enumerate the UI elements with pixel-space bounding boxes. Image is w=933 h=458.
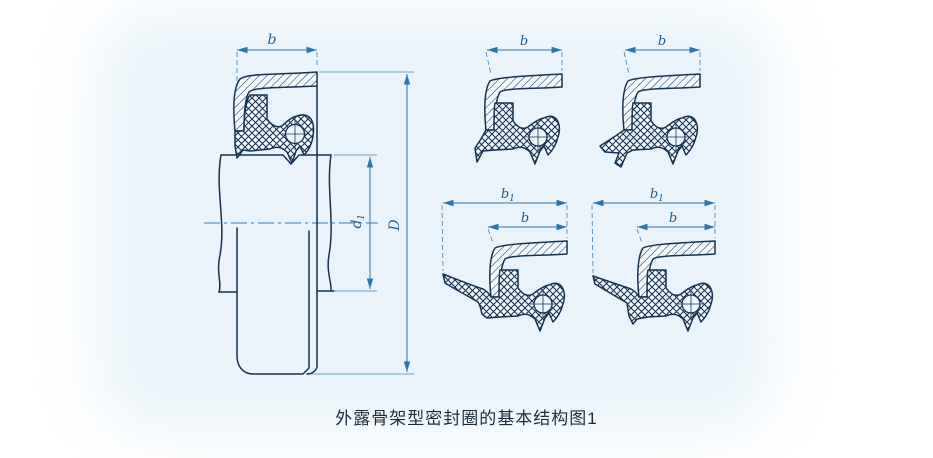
extension-line: [441, 204, 444, 272]
dim-label-b: b: [520, 34, 528, 49]
shaft-break-line-left: [217, 154, 223, 293]
figure-caption: 外露骨架型密封圈的基本结构图1: [335, 409, 598, 428]
svg-text:d: d: [349, 219, 365, 228]
metal-case-section: [484, 73, 563, 131]
dim-label-b1-sub: 1: [658, 194, 664, 204]
spring-crosshair: [663, 122, 689, 152]
spring-crosshair: [282, 119, 309, 150]
dim-label-b: b: [268, 32, 277, 48]
technical-drawing: b d 1 D b: [204, 32, 716, 375]
seal-variant-2: b: [599, 34, 701, 168]
extension-line: [623, 51, 630, 75]
extension-line: [485, 51, 492, 75]
dim-label-b1-sub: 1: [509, 194, 515, 204]
metal-case-section: [233, 71, 318, 132]
metal-case-section: [637, 240, 716, 298]
svg-text:1: 1: [357, 214, 367, 220]
seal-variant-3: b 1 b: [441, 187, 568, 332]
shaft-break-line-right: [327, 154, 332, 292]
svg-text:D: D: [387, 219, 403, 231]
rubber-section: [592, 269, 714, 332]
rubber-section: [599, 102, 699, 168]
main-assembly-view: b d 1 D: [204, 32, 414, 375]
dim-label-b: b: [658, 34, 666, 49]
dim-label-b: b: [669, 211, 677, 226]
spring-crosshair: [525, 122, 551, 152]
rubber-section: [234, 94, 315, 164]
dim-label-b: b: [521, 211, 529, 226]
seal-body-outline: [236, 227, 310, 375]
metal-case-section: [489, 240, 568, 298]
seal-outer-edge: [306, 85, 318, 375]
extension-line: [487, 228, 494, 244]
dim-label-d1: d 1: [349, 214, 367, 228]
spring-crosshair: [678, 289, 704, 319]
shaft-surface-line: [220, 154, 332, 165]
rubber-section: [442, 269, 566, 332]
extension-line: [591, 204, 594, 274]
metal-case-section: [622, 73, 701, 131]
seal-variant-1: b: [474, 34, 563, 165]
dim-label-b1: b: [501, 187, 509, 202]
dim-label-b1: b: [650, 187, 658, 202]
dim-label-D: D: [387, 219, 403, 231]
seal-variant-4: b 1 b: [591, 187, 716, 332]
extension-line: [636, 228, 643, 244]
spring-crosshair: [530, 289, 556, 319]
